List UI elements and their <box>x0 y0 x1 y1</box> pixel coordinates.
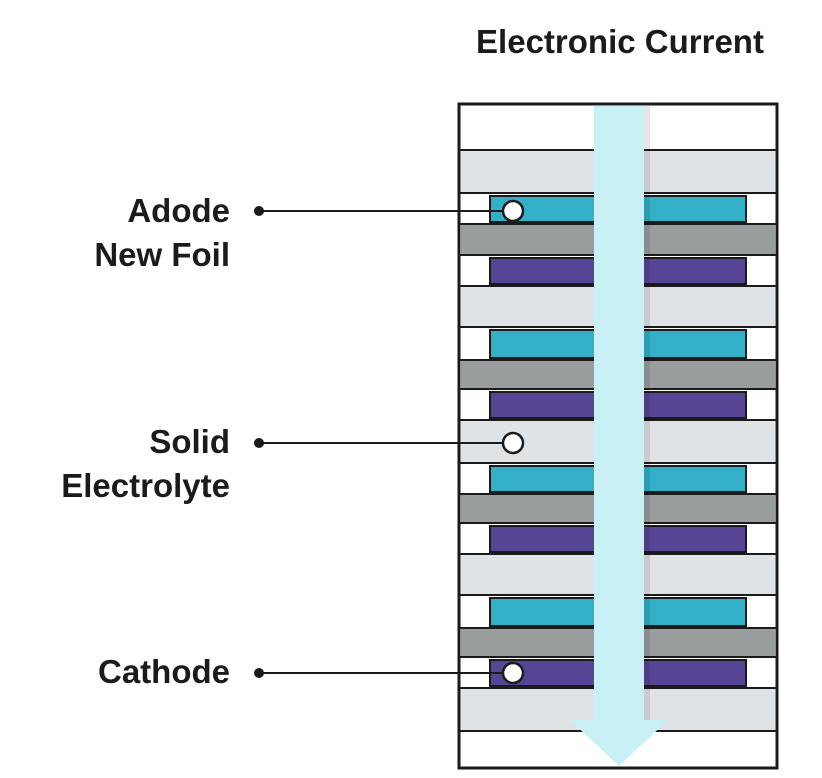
current-arrow <box>570 106 668 766</box>
cathode-label: Cathode <box>98 650 230 694</box>
cathode-callout <box>254 661 525 685</box>
anode-label: Adode New Foil <box>94 189 230 277</box>
anode-label-line-1: Adode <box>127 192 230 229</box>
electrolyte-label: Solid Electrolyte <box>61 420 230 508</box>
electrolyte-callout <box>254 431 525 455</box>
electrolyte-label-line-1: Solid <box>149 423 230 460</box>
cathode-label-line-1: Cathode <box>98 653 230 690</box>
anode-label-line-2: New Foil <box>94 236 230 273</box>
diagram-title: Electronic Current <box>476 23 764 60</box>
electrolyte-label-line-2: Electrolyte <box>61 467 230 504</box>
anode-callout <box>254 199 525 223</box>
